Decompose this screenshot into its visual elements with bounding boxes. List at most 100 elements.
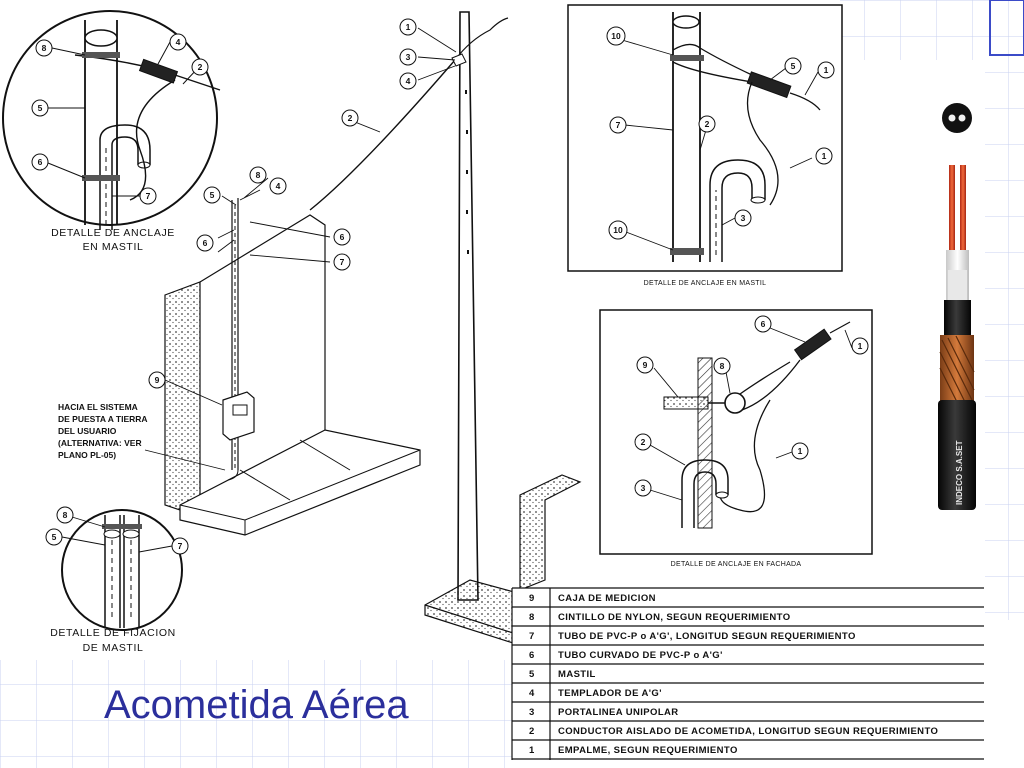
svg-text:4: 4 — [276, 181, 281, 191]
callout: 10 — [606, 26, 626, 46]
callout: 1 — [815, 147, 833, 165]
callout: 7 — [171, 537, 189, 555]
legend-row-number: 1 — [529, 745, 535, 756]
detail-left-callouts: 8 4 2 5 6 7 — [31, 33, 209, 205]
callout: 7 — [609, 116, 627, 134]
svg-text:1: 1 — [798, 446, 803, 456]
legend-row-number: 5 — [529, 669, 535, 680]
detail-anclaje-fachada — [599, 309, 873, 555]
detail-right-callouts: 10 5 1 7 2 1 10 3 — [606, 26, 835, 240]
legend-row-description: CINTILLO DE NYLON, SEGUN REQUERIMIENTO — [558, 612, 790, 623]
legend-row-description: CAJA DE MEDICION — [558, 593, 656, 604]
svg-text:10: 10 — [611, 31, 621, 41]
svg-text:DE PUESTA A TIERRA: DE PUESTA A TIERRA — [58, 414, 148, 424]
callout: 8 — [713, 357, 731, 375]
slide-title: Acometida Aérea — [104, 683, 409, 727]
callout: 5 — [784, 57, 802, 75]
callout: 6 — [196, 234, 214, 252]
detail-right-caption: DETALLE DE ANCLAJE EN MASTIL — [644, 280, 767, 287]
callout: 9 — [636, 356, 654, 374]
svg-text:6: 6 — [761, 319, 766, 329]
callout: 8 — [35, 39, 53, 57]
legend-row-description: TUBO DE PVC-P o A'G', LONGITUD SEGUN REQ… — [558, 631, 856, 642]
svg-text:5: 5 — [38, 103, 43, 113]
svg-text:2: 2 — [348, 113, 353, 123]
svg-text:2: 2 — [705, 119, 710, 129]
main-wall-callouts: 8 5 4 6 6 7 9 — [148, 166, 351, 389]
callout: 3 — [634, 479, 652, 497]
legend-row: 7 TUBO DE PVC-P o A'G', LONGITUD SEGUN RE… — [512, 631, 984, 646]
svg-text:3: 3 — [641, 483, 646, 493]
svg-text:5: 5 — [791, 61, 796, 71]
legend-row-description: EMPALME, SEGUN REQUERIMIENTO — [558, 745, 738, 756]
cable-label: INDECO S.A.SET — [955, 440, 964, 505]
callout: 1 — [399, 18, 417, 36]
svg-text:9: 9 — [155, 375, 160, 385]
svg-text:1: 1 — [822, 151, 827, 161]
callout: 2 — [634, 433, 652, 451]
legend-row-number: 7 — [529, 631, 535, 642]
callout: 6 — [754, 315, 772, 333]
detail-anclaje-mastil-left — [2, 10, 221, 230]
callout: 1 — [851, 337, 869, 355]
legend-row: 1 EMPALME, SEGUN REQUERIMIENTO — [512, 745, 984, 760]
svg-text:5: 5 — [210, 190, 215, 200]
svg-text:8: 8 — [256, 170, 261, 180]
legend-row-number: 4 — [529, 688, 535, 699]
detail-fachada-callouts: 6 1 9 8 2 1 3 — [634, 315, 869, 497]
detail-fijacion-caption-line2: DE MASTIL — [83, 642, 144, 654]
svg-text:4: 4 — [176, 37, 181, 47]
svg-text:6: 6 — [38, 157, 43, 167]
svg-text:8: 8 — [720, 361, 725, 371]
svg-text:1: 1 — [406, 22, 411, 32]
legend-row-number: 9 — [529, 593, 535, 604]
callout: 7 — [333, 253, 351, 271]
svg-text:8: 8 — [63, 510, 68, 520]
detail-fijacion-mastil — [61, 509, 183, 631]
svg-text:4: 4 — [406, 76, 411, 86]
callout: 5 — [45, 528, 63, 546]
legend-row-number: 3 — [529, 707, 535, 718]
callout: 1 — [791, 442, 809, 460]
legend-row: 5 MASTIL — [512, 669, 984, 684]
callout: 2 — [341, 109, 359, 127]
legend-row: 6 TUBO CURVADO DE PVC-P o A'G' — [512, 650, 984, 665]
detail-fijacion-caption-line1: DETALLE DE FIJACION — [50, 627, 176, 639]
svg-text:PLANO PL-05): PLANO PL-05) — [58, 450, 116, 460]
callout: 8 — [56, 506, 74, 524]
detail-left-caption-line1: DETALLE DE ANCLAJE — [51, 227, 175, 239]
svg-text:2: 2 — [198, 62, 203, 72]
callout: 6 — [31, 153, 49, 171]
svg-text:(ALTERNATIVA: VER: (ALTERNATIVA: VER — [58, 438, 142, 448]
legend-row-number: 6 — [529, 650, 535, 661]
svg-text:5: 5 — [52, 532, 57, 542]
svg-text:9: 9 — [643, 360, 648, 370]
cable-photo: INDECO S.A.SET — [908, 60, 984, 555]
svg-text:3: 3 — [741, 213, 746, 223]
callout: 7 — [139, 187, 157, 205]
svg-text:6: 6 — [203, 238, 208, 248]
callout: 4 — [399, 72, 417, 90]
legend-row-description: MASTIL — [558, 669, 596, 680]
detail-fijacion-callouts: 8 5 7 — [45, 506, 189, 555]
svg-text:DEL USUARIO: DEL USUARIO — [58, 426, 117, 436]
svg-text:8: 8 — [42, 43, 47, 53]
callout: 8 — [249, 166, 267, 184]
legend-row: 9 CAJA DE MEDICION — [512, 593, 984, 608]
legend-row-description: TUBO CURVADO DE PVC-P o A'G' — [558, 650, 723, 661]
svg-text:7: 7 — [146, 191, 151, 201]
svg-text:3: 3 — [406, 52, 411, 62]
callout: 2 — [698, 115, 716, 133]
callout: 3 — [734, 209, 752, 227]
svg-text:2: 2 — [641, 437, 646, 447]
callout: 2 — [191, 58, 209, 76]
detail-left-caption-line2: EN MASTIL — [83, 241, 144, 253]
